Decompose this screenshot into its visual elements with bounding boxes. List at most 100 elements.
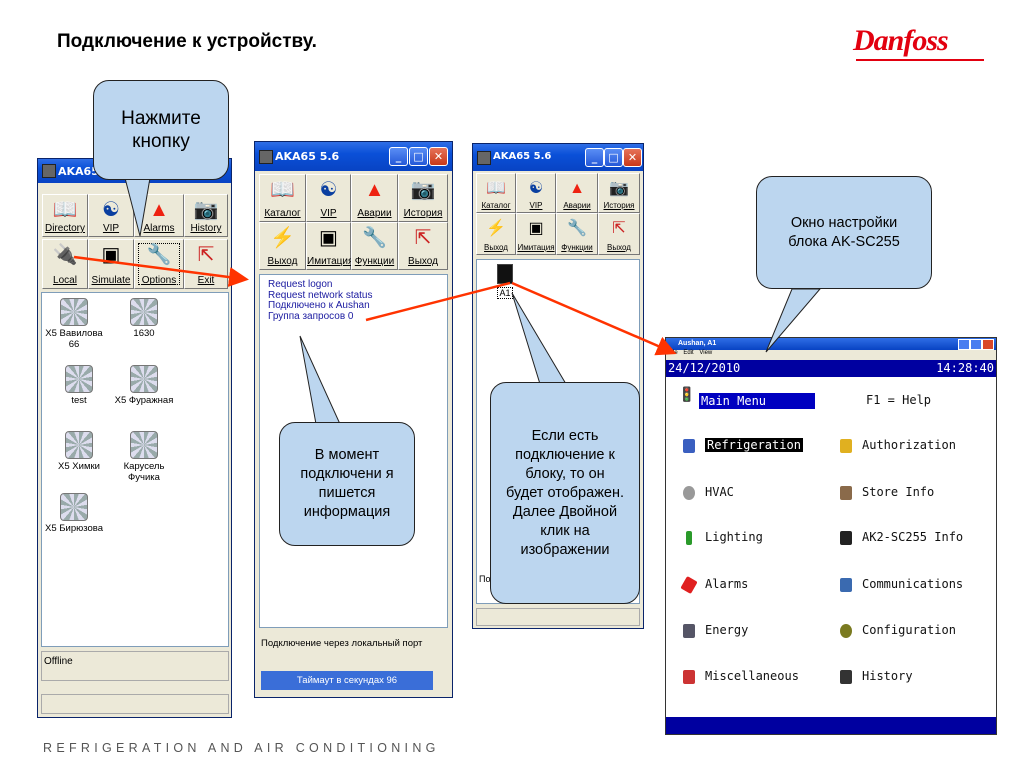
menu-miscellaneous[interactable]: Miscellaneous bbox=[683, 669, 799, 684]
menu-energy[interactable]: Energy bbox=[683, 623, 748, 638]
functions-button[interactable]: 🔧Функции bbox=[351, 222, 398, 270]
refrigeration-icon bbox=[683, 438, 695, 453]
menu-hvac[interactable]: HVAC bbox=[683, 485, 734, 500]
eye-icon: ☯ bbox=[102, 199, 120, 221]
logout-button[interactable]: ⚡Выход bbox=[259, 222, 306, 270]
catalog-button[interactable]: 📖Каталог bbox=[476, 173, 516, 213]
window-titlebar[interactable]: AKA65 5.6 _ □ ✕ bbox=[473, 144, 643, 171]
app-icon bbox=[259, 150, 273, 164]
device-icon bbox=[130, 298, 158, 326]
book-icon: 📖 bbox=[486, 180, 506, 197]
exit-button[interactable]: ⇱Выход bbox=[398, 222, 448, 270]
device-item[interactable]: X5 Фуражная bbox=[112, 365, 176, 406]
log-line: Подключено к Aushan bbox=[268, 300, 370, 311]
device-item[interactable]: test bbox=[47, 365, 111, 406]
terminal-datetime-bar: 24/12/2010 14:28:40 bbox=[666, 360, 996, 377]
maximize-button[interactable]: □ bbox=[604, 148, 623, 167]
menu-view[interactable]: View bbox=[699, 350, 713, 356]
arrow-log-to-node bbox=[365, 281, 511, 322]
hvac-icon bbox=[683, 485, 695, 500]
book-icon: 📖 bbox=[270, 179, 295, 201]
vip-button[interactable]: ☯VIP bbox=[516, 173, 556, 213]
monitor-icon: ▣ bbox=[528, 220, 544, 237]
gear-icon bbox=[840, 623, 852, 638]
maximize-button[interactable] bbox=[970, 339, 982, 350]
minimize-button[interactable]: _ bbox=[585, 148, 604, 167]
menu-edit[interactable]: Edit bbox=[683, 350, 694, 356]
alarms-button[interactable]: ▲Аварии bbox=[556, 173, 598, 213]
simulate-button[interactable]: ▣Имитация bbox=[516, 213, 556, 255]
danfoss-logo: Danfoss bbox=[853, 24, 949, 57]
menu-ak2-sc255-info[interactable]: AK2-SC255 Info bbox=[840, 530, 963, 545]
terminal-footer-bar bbox=[666, 717, 996, 734]
device-item[interactable]: X5 Вавилова 66 bbox=[42, 298, 106, 350]
minimize-button[interactable] bbox=[958, 339, 970, 350]
device-icon bbox=[130, 431, 158, 459]
warning-icon: ▲ bbox=[149, 199, 169, 221]
callout-tail-setup bbox=[765, 288, 822, 353]
window-title: AKA65 5.6 bbox=[275, 150, 340, 163]
history-button[interactable]: 📷История bbox=[398, 174, 448, 222]
menu-communications[interactable]: Communications bbox=[840, 577, 963, 592]
device-icon bbox=[65, 431, 93, 459]
directory-button[interactable]: 📖Directory bbox=[42, 194, 88, 237]
local-button[interactable]: 🔌Local bbox=[42, 239, 88, 289]
eye-icon: ☯ bbox=[528, 180, 544, 197]
exit-icon: ⇱ bbox=[197, 244, 215, 266]
log-line: Request logon bbox=[268, 279, 333, 290]
warning-icon: ▲ bbox=[364, 179, 385, 201]
catalog-button[interactable]: 📖Каталог bbox=[259, 174, 306, 222]
wrench-icon: 🔧 bbox=[146, 244, 172, 266]
eye-icon: ☯ bbox=[319, 179, 338, 201]
maximize-button[interactable]: □ bbox=[409, 147, 428, 166]
window-title: AKA65 bbox=[58, 165, 99, 178]
wrench-icon: 🔧 bbox=[362, 227, 387, 249]
close-button[interactable] bbox=[982, 339, 994, 350]
simulate-button[interactable]: ▣Имитация bbox=[306, 222, 353, 270]
minimize-button[interactable]: _ bbox=[389, 147, 408, 166]
app-icon bbox=[42, 164, 56, 178]
log-line: Request network status bbox=[268, 289, 373, 301]
alarms-button[interactable]: ▲Аварии bbox=[351, 174, 398, 222]
lock-icon bbox=[840, 438, 852, 453]
energy-icon bbox=[683, 623, 695, 638]
menu-store-info[interactable]: Store Info bbox=[840, 485, 934, 500]
menu-alarms[interactable]: Alarms bbox=[680, 575, 748, 594]
menu-authorization[interactable]: Authorization bbox=[840, 438, 956, 453]
help-hint: F1 = Help bbox=[866, 393, 932, 407]
log-line: Группа запросов 0 bbox=[268, 310, 354, 322]
device-item[interactable]: X5 Бирюзова bbox=[42, 493, 106, 534]
exit-icon: ⇱ bbox=[414, 227, 432, 249]
device-item[interactable]: 1630 bbox=[112, 298, 176, 339]
wrench-icon: 🔧 bbox=[567, 220, 587, 237]
history-button[interactable]: 📷История bbox=[598, 173, 640, 213]
status-line: Подключение через локальный порт bbox=[259, 632, 448, 667]
device-item[interactable]: Карусель Фучика bbox=[112, 431, 176, 483]
vip-button[interactable]: ☯VIP bbox=[88, 194, 134, 237]
device-list[interactable]: X5 Вавилова 66 1630 test X5 Фуражная X5 … bbox=[41, 292, 229, 647]
logout-button[interactable]: ⚡Выход bbox=[476, 213, 516, 255]
close-button[interactable]: ✕ bbox=[623, 148, 642, 167]
menu-lighting[interactable]: Lighting bbox=[683, 530, 763, 545]
status-bar bbox=[476, 608, 640, 626]
lighting-icon bbox=[686, 530, 692, 545]
ak-sc255-window: Aushan, A1 File Edit View 24/12/2010 14:… bbox=[665, 337, 997, 735]
menu-refrigeration[interactable]: Refrigeration bbox=[683, 438, 803, 453]
close-button[interactable]: ✕ bbox=[429, 147, 448, 166]
history-button[interactable]: 📷History bbox=[184, 194, 228, 237]
menu-history[interactable]: History bbox=[840, 669, 913, 684]
window-title: AKA65 5.6 bbox=[493, 151, 552, 162]
menu-configuration[interactable]: Configuration bbox=[840, 623, 956, 638]
exit-button[interactable]: ⇱Выход bbox=[598, 213, 640, 255]
functions-button[interactable]: 🔧Функции bbox=[556, 213, 598, 255]
exit-button[interactable]: ⇱Exit bbox=[184, 239, 228, 289]
options-button[interactable]: 🔧Options bbox=[134, 239, 184, 289]
camera-icon: 📷 bbox=[410, 179, 436, 201]
vip-button[interactable]: ☯VIP bbox=[306, 174, 351, 222]
controller-icon bbox=[840, 530, 852, 545]
window-titlebar[interactable]: AKA65 5.6 _ □ ✕ bbox=[255, 142, 452, 171]
device-item[interactable]: X5 Химки bbox=[47, 431, 111, 472]
monitor-icon: ▣ bbox=[319, 227, 338, 249]
terminal-titlebar[interactable]: Aushan, A1 bbox=[666, 338, 996, 350]
